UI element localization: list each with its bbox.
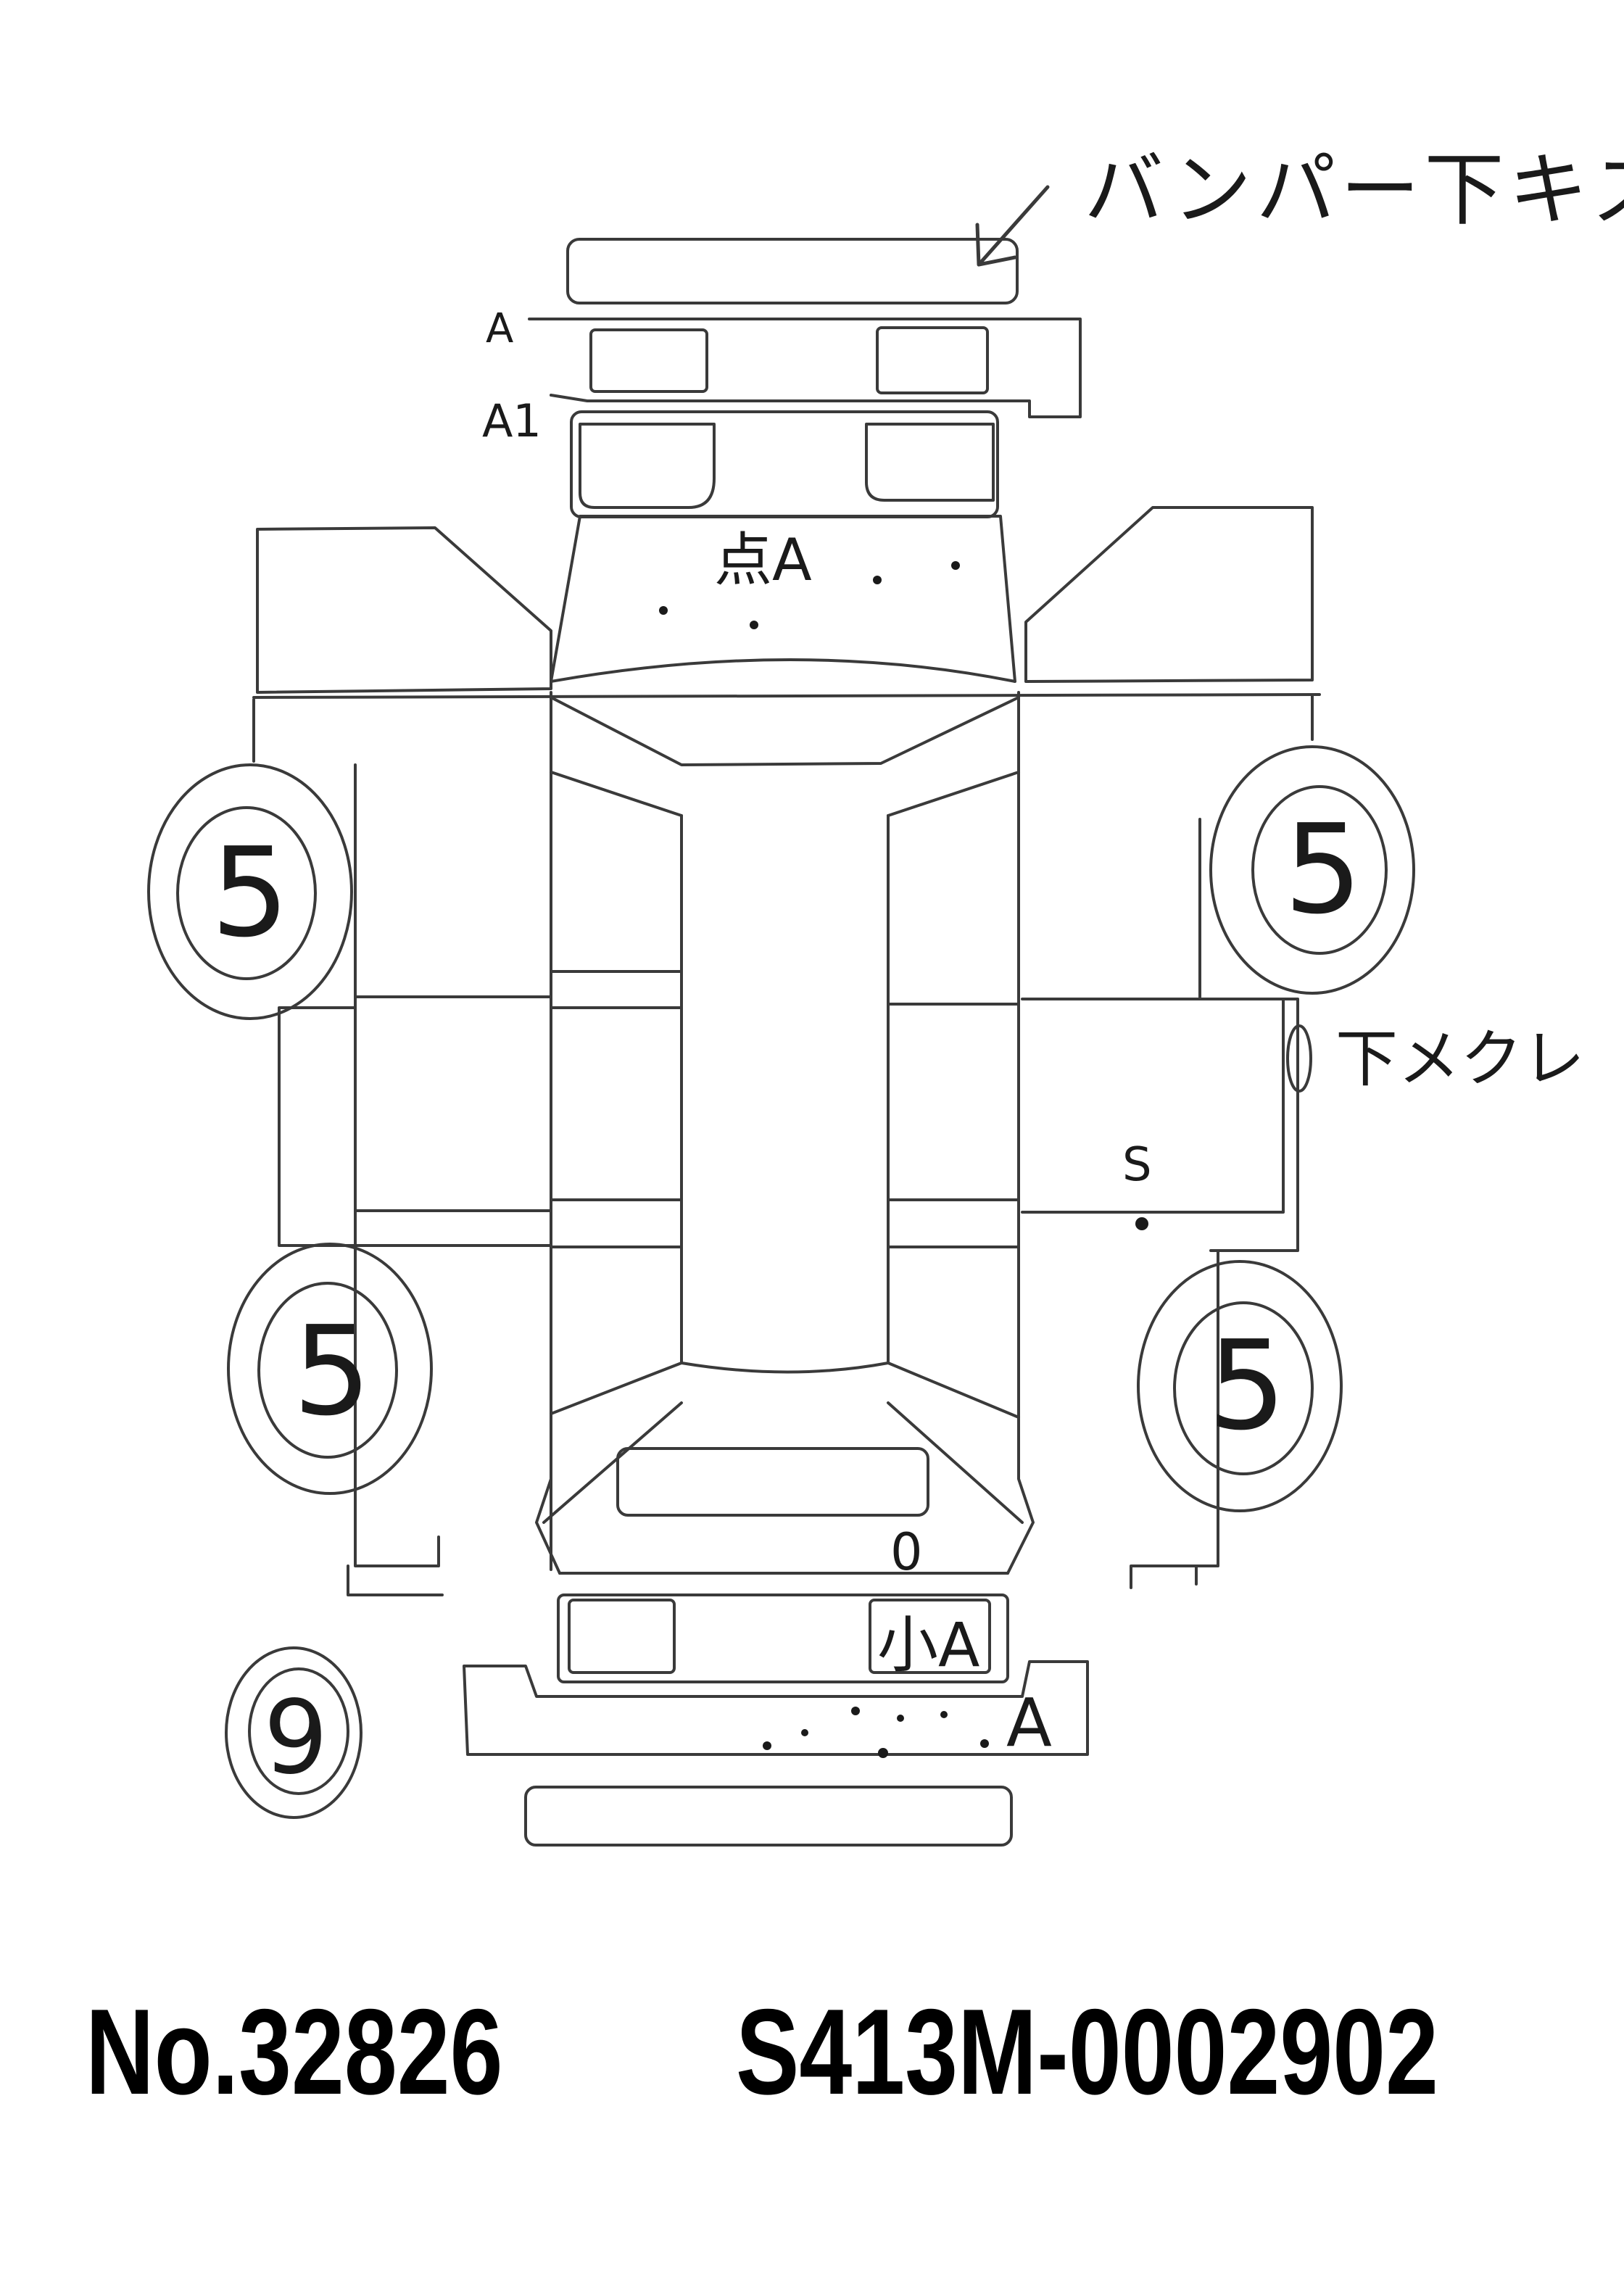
front-grade-a1: A1: [482, 394, 542, 447]
left-rear-door: [354, 1244, 552, 1571]
right-rear-lower: [1130, 1249, 1219, 1589]
tire-front-left-outer: [147, 763, 353, 1020]
right-front-panel: [1198, 695, 1314, 998]
hood-dot: [659, 606, 668, 615]
left-tail-lamp: [568, 1599, 676, 1674]
tire-score-front-left: 5: [211, 821, 289, 965]
rear-bumper-lower: [524, 1786, 1013, 1847]
rear-bumper-dot: [801, 1729, 808, 1736]
rear-small-a: 小A: [877, 1609, 979, 1680]
left-body-side: [535, 691, 561, 1575]
cowl-line: [252, 693, 1321, 699]
roof-outline: [680, 814, 890, 1374]
tire-front-left-inner: [176, 806, 317, 980]
hood-right-lamp: [865, 423, 995, 502]
right-a-pillar: [887, 771, 1020, 817]
rear-bumper-dot: [878, 1748, 888, 1758]
tire-rear-left-outer: [227, 1243, 433, 1495]
tire-front-right-outer: [1209, 745, 1415, 995]
rear-bumper-dot: [763, 1741, 771, 1750]
side-dot: [1135, 1217, 1148, 1230]
hood-dot: [873, 576, 882, 584]
rear-bumper-a: A: [1006, 1684, 1052, 1762]
tire-rear-right-inner: [1173, 1301, 1314, 1475]
tire-score-front-right: 5: [1284, 798, 1362, 942]
vehicle-number: No.32826: [86, 1984, 503, 2120]
left-rear-quarter: [542, 1362, 683, 1524]
spare-tire-score: 9: [263, 1679, 328, 1797]
rear-bumper-dot: [851, 1707, 860, 1715]
right-front-fender: [1024, 506, 1314, 683]
spare-tire-outer: [225, 1646, 362, 1819]
front-grade-a: A: [486, 305, 513, 352]
right-tail-lamp: [869, 1599, 991, 1674]
left-front-panel: [252, 698, 357, 1009]
tire-front-right-inner: [1251, 785, 1388, 955]
hood-dot: [750, 621, 758, 629]
left-rear-lower: [347, 1244, 444, 1596]
side-mark: S: [1122, 1138, 1152, 1192]
tire-score-rear-right: 5: [1208, 1314, 1286, 1458]
left-door-front: [550, 970, 683, 1248]
hood-dot: [951, 561, 960, 570]
right-rocker-panel: [1209, 998, 1299, 1252]
hood-left-lamp: [579, 423, 716, 509]
right-body-side: [1006, 691, 1035, 1575]
right-headlight: [876, 326, 989, 394]
right-rear-quarter: [887, 1362, 1024, 1524]
windshield: [550, 696, 1020, 766]
left-headlight: [589, 328, 708, 393]
rear-bumper-dot: [940, 1711, 948, 1718]
bumper-arrow: [975, 185, 1050, 267]
hood-outline: [550, 515, 1016, 683]
rear-bumper: [463, 1660, 1089, 1756]
right-door-panel: [1021, 998, 1285, 1214]
trunk-panel: [616, 1447, 929, 1517]
bumper-note: バンパー下キズ: [1084, 144, 1624, 236]
rear-zero: 0: [890, 1522, 923, 1582]
rear-panel: [557, 1593, 1009, 1683]
spare-tire-inner: [248, 1667, 349, 1795]
tire-score-rear-left: 5: [293, 1300, 371, 1443]
rear-bumper-dot: [980, 1739, 989, 1748]
front-panel-outline: [528, 318, 1082, 418]
rear-bumper-dot: [897, 1715, 904, 1722]
right-door-front: [887, 1003, 1020, 1248]
front-bumper-outline: [566, 238, 1019, 304]
tire-rear-right-outer: [1137, 1260, 1343, 1512]
tire-rear-left-inner: [257, 1282, 398, 1459]
rocker-note: 下メクレ: [1335, 1023, 1585, 1095]
left-front-fender: [256, 526, 552, 694]
left-a-pillar: [550, 771, 683, 817]
left-door-panel: [278, 995, 552, 1247]
rocker-zero-ring: [1286, 1024, 1312, 1093]
hood-mark: 点A: [714, 526, 812, 594]
chassis-number: S413M-0002902: [736, 1984, 1438, 2120]
